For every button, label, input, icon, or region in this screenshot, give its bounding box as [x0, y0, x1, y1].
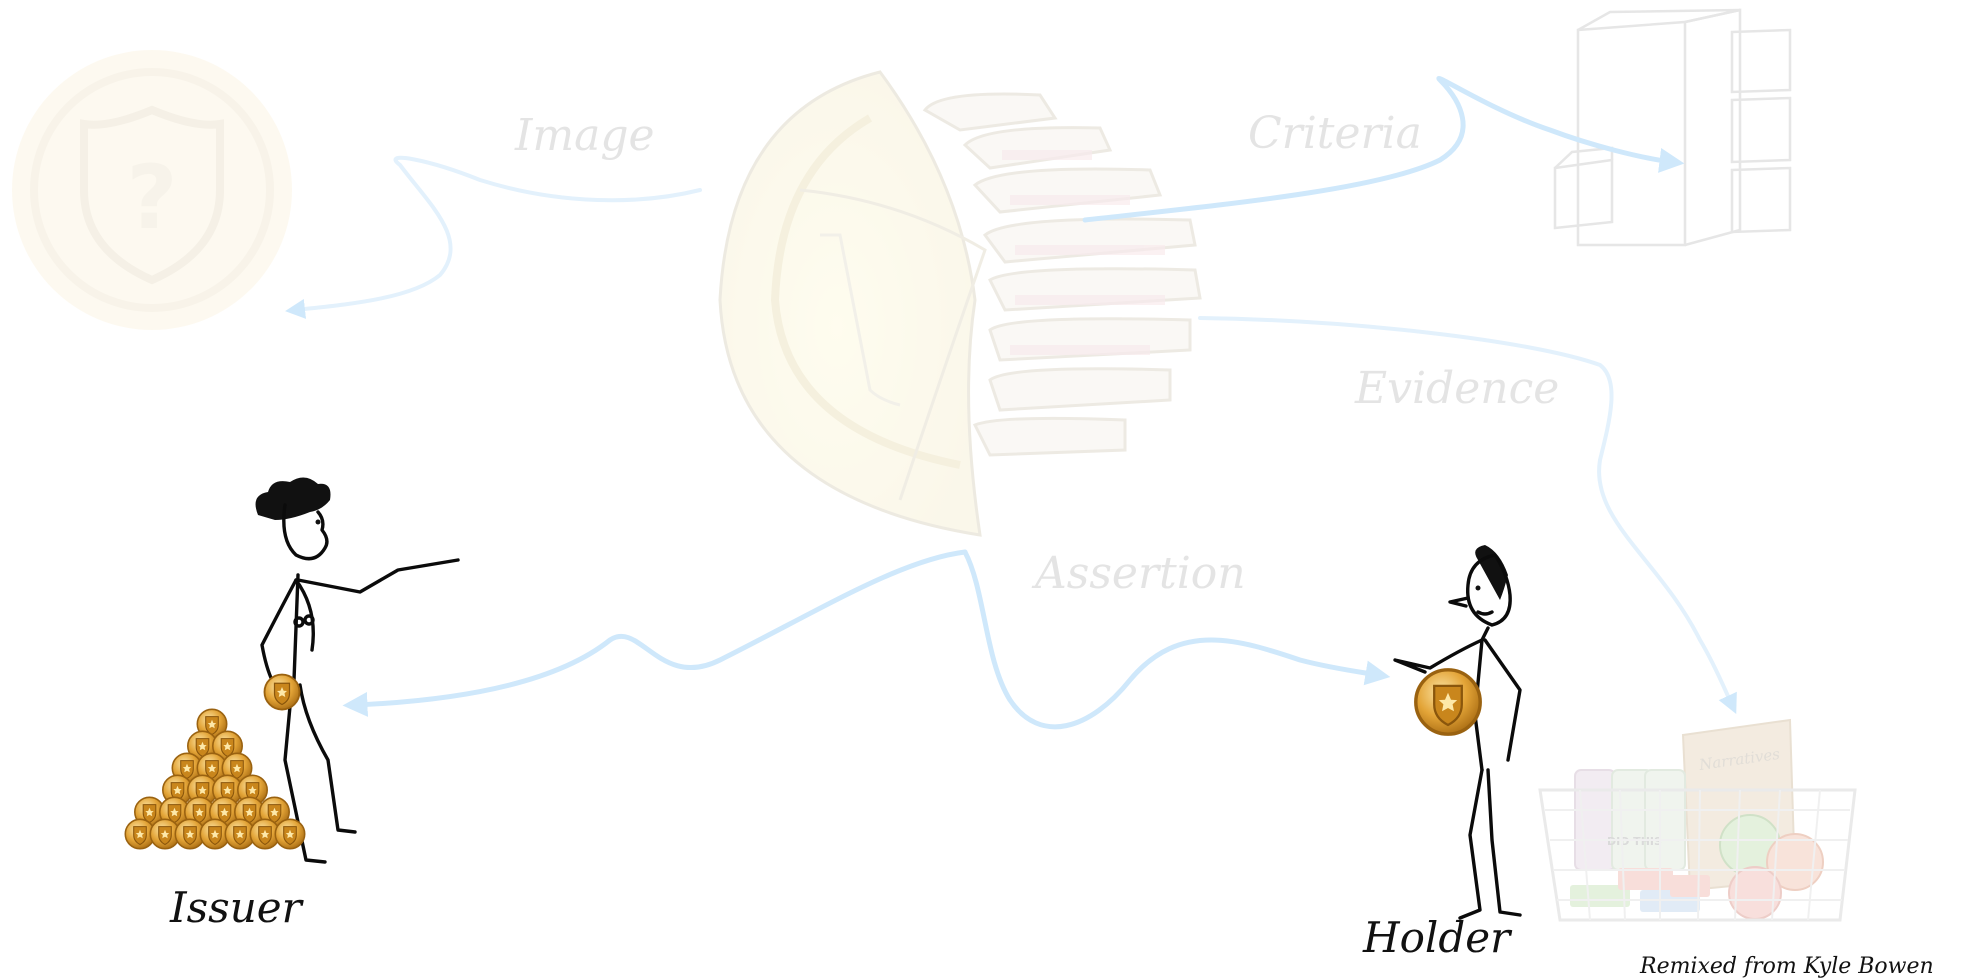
pile-coin — [274, 818, 306, 850]
stick-figure-man-icon — [1393, 545, 1522, 920]
credit-text: Remixed from Kyle Bowen — [1639, 954, 1934, 978]
jar-label: DID THIS — [1607, 835, 1662, 848]
issuer-held-coin — [263, 673, 301, 711]
criteria-flow-arrow — [1082, 76, 1685, 223]
stacked-blocks-icon — [1553, 8, 1792, 247]
assertion-label: Assertion — [1031, 548, 1246, 599]
holder-label: Holder — [1362, 913, 1513, 962]
basket-coins-icon — [1719, 814, 1824, 920]
evidence-flow-arrow — [1198, 316, 1737, 715]
stick-figure-woman-icon — [255, 477, 460, 864]
open-badge-cutaway-icon — [718, 70, 1202, 537]
criteria-label: Criteria — [1248, 108, 1422, 159]
assertion-to-issuer-arrow — [342, 549, 968, 717]
svg-text:?: ? — [126, 146, 177, 249]
image-label: Image — [514, 110, 655, 161]
evidence-basket-icon: Narratives DID THIS — [1538, 718, 1857, 922]
building-blocks-icon — [1570, 868, 1710, 912]
image-flow-arrow — [285, 155, 702, 319]
question-shield-badge-icon: ? — [12, 50, 292, 330]
badge-coin-pile-icon — [124, 708, 306, 850]
assertion-to-holder-arrow — [962, 549, 1391, 730]
issuer-label: Issuer — [169, 883, 305, 932]
evidence-label: Evidence — [1354, 363, 1559, 414]
jars-icon: DID THIS — [1574, 769, 1686, 871]
flow-arrows — [285, 76, 1737, 730]
holder-held-coin — [1414, 668, 1482, 736]
